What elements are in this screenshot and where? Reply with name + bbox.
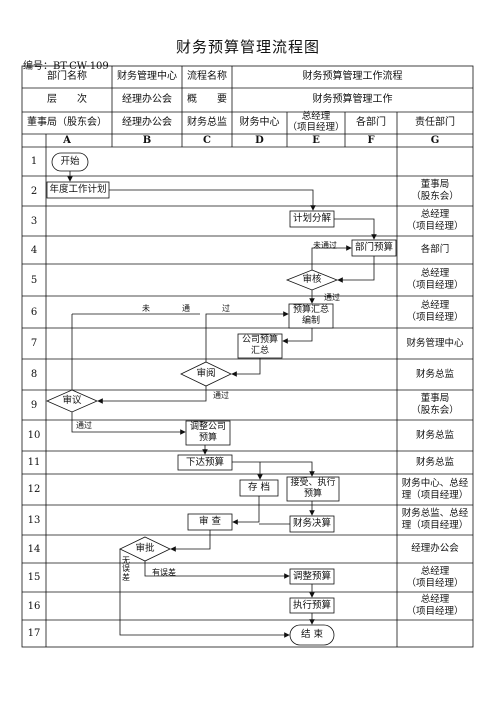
deliberate-node: 审议 [62,395,82,407]
receive-execute-node: 接受、执行 预算 [290,478,336,499]
end-node: 结 束 [300,629,324,641]
dept-name-value: 财务管理中心 [117,71,177,83]
label-passed-3: 通过 [76,421,92,430]
row-number: 6 [30,306,38,318]
row-number: 9 [30,399,38,411]
row-number: 15 [27,572,41,583]
level-label: 层 次 [47,94,87,106]
col-header-f: 各部门 [356,117,386,129]
col-letter-a: A [63,134,71,146]
row-number: 10 [27,430,41,441]
final-accounts-node: 财务决算 [292,518,331,530]
label-passed-2: 通过 [213,391,229,400]
col-letter-g: G [430,134,440,146]
budget-compile-box [288,303,334,329]
col-header-c: 财务总监 [187,117,227,129]
col-letter-d: D [255,134,264,146]
col-header-d: 财务中心 [239,117,280,129]
company-summary-box [237,333,283,359]
col-letter-f: F [367,134,375,146]
row-number: 11 [27,457,41,468]
col-letter-e: E [312,134,320,146]
overview-label: 概 要 [187,94,227,106]
responsible-department: 董事局 （股东会） [411,179,459,202]
responsible-department: 财务总监 [415,368,454,380]
annual-plan-node: 年度工作计划 [49,184,107,196]
plan-split-node: 计划分解 [292,213,331,225]
overview-value: 财务预算管理工作 [312,94,393,106]
label-no-error: 无 误 差 [122,556,130,582]
row-number: 4 [30,244,38,256]
row-number: 8 [30,369,38,380]
row-number: 13 [27,514,41,526]
approve-node: 审批 [135,543,155,555]
level-value: 经理办公会 [122,94,172,106]
row-number: 16 [27,600,41,612]
label-not-pass-wide: 未 通 过 [142,304,230,313]
review-e-node: 审核 [302,274,322,286]
row-number: 2 [30,185,38,197]
col-letter-c: C [203,134,211,146]
end-terminal [289,624,335,646]
responsible-department: 总经理 （项目经理） [406,209,464,232]
dept-budget-node: 部门预算 [354,242,393,254]
table-grid [21,65,474,648]
responsible-department: 财务总监 [415,429,454,441]
check-node: 审 查 [198,516,222,528]
flow-connectors [67,171,377,638]
col-header-a: 董事局（股东会） [27,117,107,129]
issue-budget-box [177,454,233,471]
responsible-department: 总经理 （项目经理） [406,268,464,291]
flow-name-value: 财务预算管理工作流程 [302,71,403,83]
responsible-department: 财务管理中心 [406,337,464,349]
adjust-budget-node: 调整预算 [292,570,331,582]
row-number: 7 [30,338,38,349]
archive-node: 存 档 [247,482,271,494]
responsible-department: 总经理 （项目经理） [406,565,464,589]
flow-shapes [46,152,397,646]
execute-budget-node: 执行预算 [292,599,331,611]
company-summary-node: 公司预算 汇总 [241,335,278,356]
col-header-e: 总经理 （项目经理） [287,111,345,133]
row-number: 5 [30,274,38,286]
row-number: 12 [27,484,41,495]
adjust-company-node: 调整公司 预算 [189,422,226,443]
responsible-department: 财务中心、总经 理（项目经理） [401,477,469,501]
dept-name-label: 部门名称 [47,71,87,83]
col-letter-b: B [142,134,152,146]
responsible-department: 总经理 （项目经理） [406,594,464,617]
issue-budget-node: 下达预算 [185,456,224,468]
responsible-department: 财务总监、总经 理（项目经理） [401,508,469,531]
label-not-passed-1: 未通过 [313,241,337,250]
responsible-department: 董事局 （股东会） [411,393,459,416]
responsible-department: 总经理 （项目经理） [406,300,464,323]
responsible-department: 财务总监 [415,456,454,468]
budget-compile-node: 预算汇总 编制 [292,305,329,326]
page-title: 财务预算管理流程图 [175,38,320,56]
flow-name-label: 流程名称 [187,71,227,83]
start-node: 开始 [60,156,80,168]
row-number: 3 [30,215,38,227]
col-header-g: 责任部门 [415,117,455,129]
review-c-node: 审阅 [196,368,216,380]
label-passed-1: 通过 [324,293,340,302]
responsible-department: 经理办公会 [411,543,459,555]
responsible-department: 各部门 [420,244,450,256]
responsible-department [397,147,473,176]
responsible-department [397,620,473,647]
row-number: 17 [27,628,41,639]
col-header-b: 经理办公会 [122,117,172,129]
label-has-error: 有误差 [152,568,176,577]
row-number: 14 [27,543,41,555]
row-number: 1 [30,156,38,167]
adjust-company-box [185,420,231,446]
document-code: 编号：BT-CW-109 [23,61,109,72]
receive-execute-box [286,476,340,502]
